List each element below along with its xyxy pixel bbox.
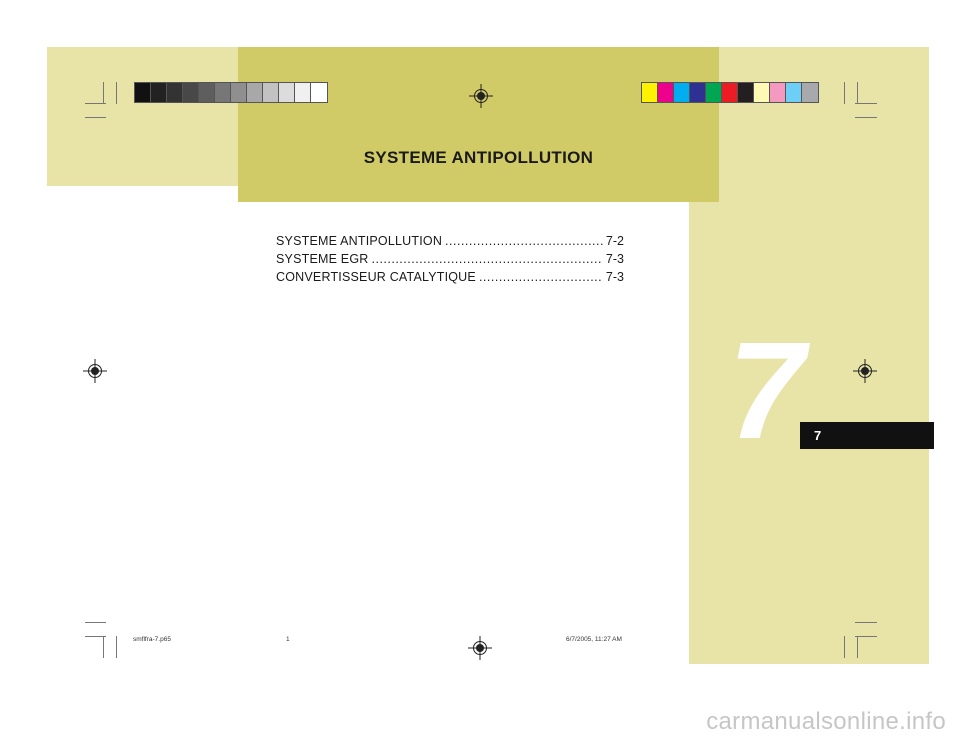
page-title: SYSTEME ANTIPOLLUTION — [363, 148, 594, 167]
crop-mark — [103, 636, 104, 658]
gray-swatch — [167, 83, 183, 102]
gray-swatch — [231, 83, 247, 102]
color-swatch — [786, 83, 802, 102]
crop-mark — [85, 117, 106, 118]
color-swatch — [770, 83, 786, 102]
color-swatch — [706, 83, 722, 102]
left-top-panel — [47, 47, 238, 186]
crop-mark — [855, 117, 877, 118]
gray-swatch — [199, 83, 215, 102]
crop-mark — [103, 82, 104, 104]
crop-mark — [116, 636, 117, 658]
registration-target-icon — [468, 636, 492, 660]
footer-page-number: 1 — [286, 636, 290, 643]
registration-target-icon — [469, 84, 493, 108]
gray-swatch — [295, 83, 311, 102]
gray-swatch — [151, 83, 167, 102]
footer-filename: smflfra-7.p65 — [133, 636, 171, 643]
registration-target-icon — [83, 359, 107, 383]
gray-swatch — [135, 83, 151, 102]
gray-swatch — [311, 83, 327, 102]
chapter-number: 7 — [728, 314, 805, 468]
toc-leader-dots — [445, 232, 603, 250]
crop-mark — [85, 103, 106, 104]
color-swatch — [754, 83, 770, 102]
title-band-overlay — [238, 47, 719, 202]
crop-mark — [85, 636, 106, 637]
watermark: carmanualsonline.info — [706, 708, 946, 735]
toc-entry[interactable]: SYSTEME EGR 7-3 — [276, 250, 624, 268]
color-swatch — [674, 83, 690, 102]
crop-mark — [844, 636, 845, 658]
toc-entry[interactable]: CONVERTISSEUR CATALYTIQUE 7-3 — [276, 268, 624, 286]
color-swatch — [658, 83, 674, 102]
crop-mark — [857, 636, 858, 658]
crop-mark — [855, 636, 877, 637]
color-calibration-strip — [641, 82, 819, 103]
crop-mark — [116, 82, 117, 104]
color-swatch — [738, 83, 754, 102]
color-swatch — [642, 83, 658, 102]
gray-swatch — [263, 83, 279, 102]
gray-swatch — [279, 83, 295, 102]
crop-mark — [844, 82, 845, 104]
right-column-panel — [689, 47, 929, 664]
toc-entry-page: 7-3 — [605, 252, 624, 266]
crop-mark — [855, 622, 877, 623]
footer-timestamp: 6/7/2005, 11:27 AM — [566, 636, 622, 643]
gray-swatch — [247, 83, 263, 102]
toc-leader-dots — [479, 268, 603, 286]
crop-mark — [855, 103, 877, 104]
crop-mark — [857, 82, 858, 104]
gray-swatch — [183, 83, 199, 102]
registration-target-icon — [853, 359, 877, 383]
toc-entry-page: 7-3 — [605, 270, 624, 284]
gray-swatch — [215, 83, 231, 102]
toc-leader-dots — [372, 250, 603, 268]
color-swatch — [690, 83, 706, 102]
table-of-contents: SYSTEME ANTIPOLLUTION 7-2 SYSTEME EGR 7-… — [276, 232, 624, 286]
crop-mark — [85, 622, 106, 623]
chapter-tab[interactable]: 7 — [800, 422, 934, 449]
color-swatch — [802, 83, 818, 102]
grayscale-calibration-strip — [134, 82, 328, 103]
toc-entry-label: SYSTEME ANTIPOLLUTION — [276, 234, 443, 248]
toc-entry-label: CONVERTISSEUR CATALYTIQUE — [276, 270, 476, 284]
toc-entry[interactable]: SYSTEME ANTIPOLLUTION 7-2 — [276, 232, 624, 250]
toc-entry-label: SYSTEME EGR — [276, 252, 369, 266]
color-swatch — [722, 83, 738, 102]
toc-entry-page: 7-2 — [605, 234, 624, 248]
